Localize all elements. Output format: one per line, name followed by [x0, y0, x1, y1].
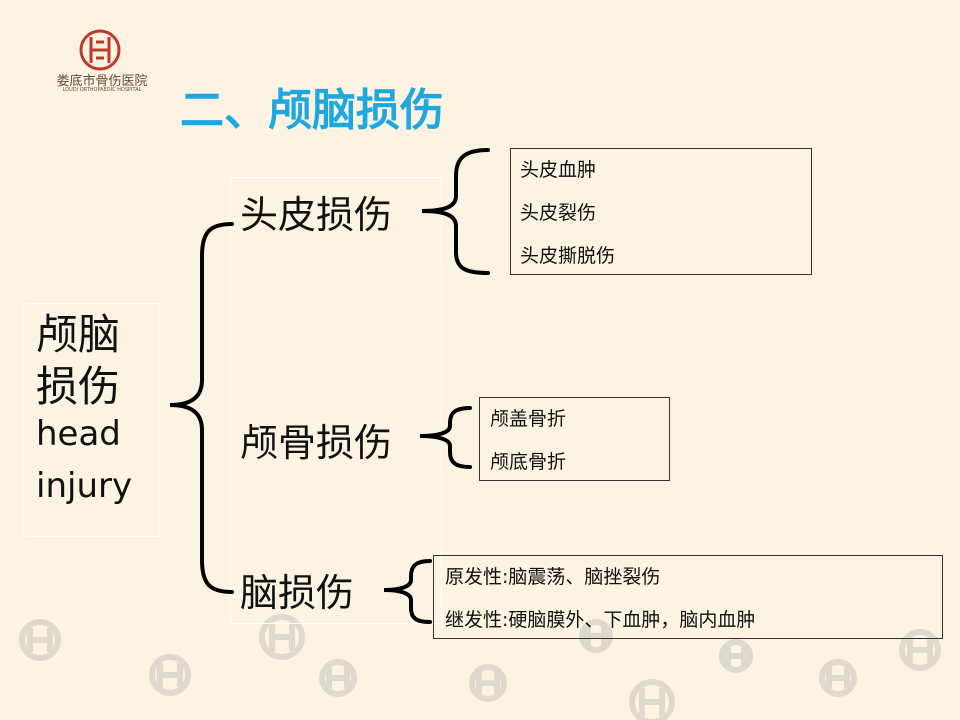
watermark-logo-icon: [899, 629, 941, 671]
hospital-name-en: LOUDI ORTHOPAEDIC HOSPITAL: [62, 87, 142, 93]
root-label-line: injury: [36, 466, 133, 506]
subtype-item: 继发性:硬脑膜外、下血肿，脑内血肿: [445, 609, 756, 631]
subtype-item: 头皮裂伤: [520, 202, 597, 224]
root-label-line: 颅脑: [36, 310, 121, 359]
watermark-logo-icon: [19, 619, 61, 661]
category-scalp-injury: 头皮损伤: [240, 193, 393, 237]
watermark-logo-icon: [469, 664, 507, 702]
watermark-logo-icon: [149, 654, 191, 696]
hospital-name-cn: 娄底市骨伤医院: [56, 74, 148, 89]
category-skull-injury: 颅骨损伤: [240, 421, 393, 465]
skull-subtypes-box: 颅盖骨折 颅底骨折: [479, 397, 670, 481]
hospital-logo-icon: [79, 29, 121, 71]
subtype-item: 头皮血肿: [520, 159, 597, 181]
subtype-item: 颅盖骨折: [490, 408, 567, 430]
scalp-subtypes-box: 头皮血肿 头皮裂伤 头皮撕脱伤: [510, 148, 812, 275]
skull-brace: [419, 406, 472, 469]
brain-brace: [383, 559, 432, 624]
watermark-logo-icon: [259, 614, 305, 660]
watermark-logo-icon: [819, 659, 857, 697]
root-label-line: 损伤: [36, 362, 121, 411]
main-brace: [169, 222, 234, 594]
watermark-logo-icon: [719, 639, 753, 673]
watermark-logo-icon: [629, 679, 675, 720]
category-brain-injury: 脑损伤: [240, 571, 355, 615]
root-label-line: head: [36, 414, 121, 454]
subtype-item: 原发性:脑震荡、脑挫裂伤: [445, 566, 661, 588]
watermark-logo-icon: [579, 619, 613, 653]
slide-title: 二、颅脑损伤: [180, 85, 444, 136]
root-node: 颅脑 损伤 head injury: [23, 303, 160, 537]
subtype-item: 头皮撕脱伤: [520, 245, 616, 267]
scalp-brace: [421, 148, 490, 275]
subtype-item: 颅底骨折: [490, 451, 567, 473]
brain-subtypes-box: 原发性:脑震荡、脑挫裂伤 继发性:硬脑膜外、下血肿，脑内血肿: [433, 555, 943, 639]
category-column: [230, 177, 442, 624]
watermark-logo-icon: [319, 659, 357, 697]
